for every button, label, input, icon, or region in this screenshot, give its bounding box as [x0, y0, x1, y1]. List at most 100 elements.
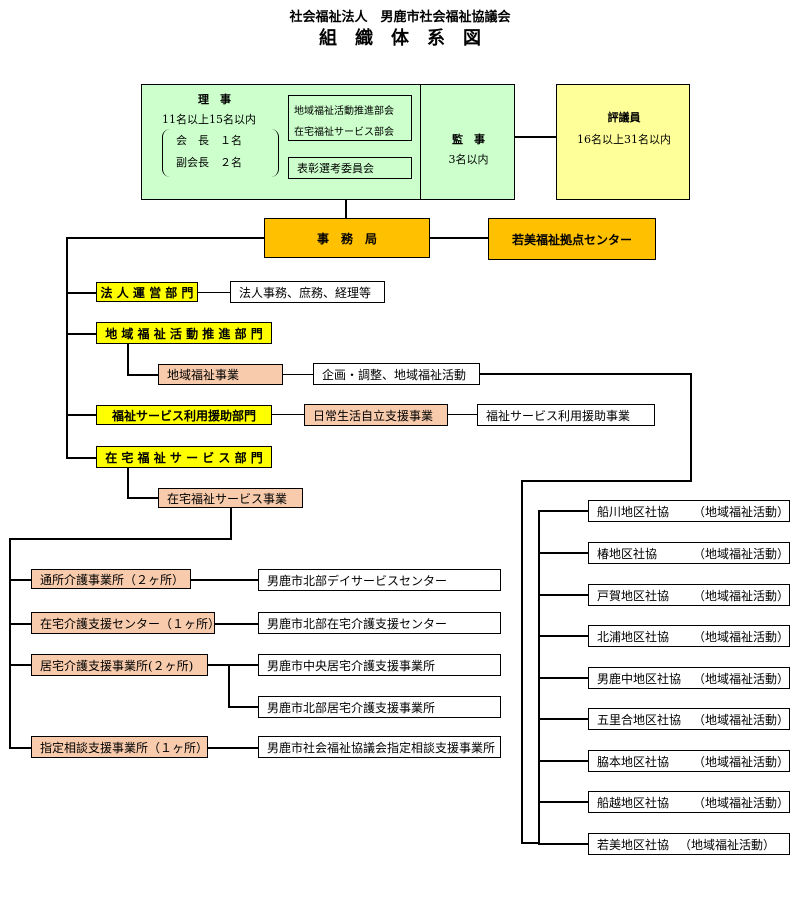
district-council-item: 北浦地区社協 （地域福祉活動） [588, 625, 790, 647]
main-trunk [66, 237, 68, 458]
board-secretariat-connector [345, 200, 347, 218]
district-council-note: （地域福祉活動） [692, 504, 789, 519]
district-council-name: 戸賀地区社協 [597, 588, 670, 603]
district-council-name: 男鹿中地区社協 [597, 671, 682, 686]
community-desc-connector [283, 374, 313, 375]
corporate-desc-connector [198, 292, 230, 293]
dept-homecare-connector [66, 457, 96, 459]
district-council-note: （地域福祉活動） [692, 588, 789, 603]
facility-3b-name-connector [228, 706, 258, 708]
board-title: 理 事 [198, 93, 231, 106]
facility-2-name-connector [215, 623, 258, 625]
corporate-desc: 法人事務、庶務、経理等 [230, 281, 385, 303]
board-subcommittees: 地域福祉活動推進部会 在宅福祉サービス部会 [288, 95, 412, 141]
facility-1-connector [9, 579, 31, 581]
subcommittee-homecare: 在宅福祉サービス部会 [294, 127, 394, 138]
facility-3-connector [9, 664, 31, 666]
district-council-name: 若美地区社協 [597, 837, 670, 852]
district-council-item: 戸賀地区社協 （地域福祉活動） [588, 584, 790, 606]
district-connector [538, 677, 588, 679]
community-project: 地域福祉事業 [158, 364, 283, 385]
facility-type-day-service: 通所介護事業所（２ヶ所） [31, 569, 191, 589]
district-council-note: （地域福祉活動） [692, 546, 789, 561]
dept-corporate-connector [66, 292, 96, 294]
page-title: 組 織 体 系 図 [319, 28, 481, 49]
facility-name-central: 男鹿市中央居宅介護支援事業所 [258, 654, 501, 676]
district-council-note: （地域福祉活動） [692, 754, 789, 769]
district-council-item: 椿地区社協 （地域福祉活動） [588, 542, 790, 564]
wakami-center-box: 若美福祉拠点センター [488, 218, 656, 260]
district-council-note: （地域福祉活動） [679, 837, 776, 852]
district-connector [538, 635, 588, 637]
service-desc: 福祉サービス利用援助事業 [477, 404, 655, 426]
district-council-name: 椿地区社協 [597, 546, 658, 561]
facility-top-hline [9, 538, 232, 540]
auditor-box: 監 事 3名以内 [420, 84, 515, 200]
auditor-council-connector [515, 136, 556, 138]
dept-service-support: 福祉サービス利用援助部門 [96, 405, 272, 425]
district-connector [538, 510, 588, 512]
district-top-hline [521, 480, 692, 482]
facility-name-day-service: 男鹿市北部デイサービスセンター [258, 569, 501, 591]
community-sub-vline [127, 344, 129, 374]
service-project-connector [272, 414, 304, 415]
district-council-item: 脇本地区社協 （地域福祉活動） [588, 750, 790, 772]
facility-3-branch-vline [228, 664, 230, 707]
district-trunk-outer [521, 480, 523, 842]
district-council-note: （地域福祉活動） [692, 629, 789, 644]
auditor-count: 3名以内 [448, 153, 489, 166]
facility-type-home-care-plan: 居宅介護支援事業所(２ヶ所) [31, 654, 208, 676]
district-council-name: 船越地区社協 [597, 795, 670, 810]
facility-4-name-connector [208, 747, 258, 749]
homecare-facility-vline [230, 508, 232, 539]
board-count: 11名以上15名以内 [162, 113, 256, 126]
facility-type-care-support: 在宅介護支援センター（１ヶ所） [31, 612, 220, 634]
facility-trunk [9, 538, 11, 748]
dept-service-connector [66, 414, 96, 416]
secretariat-box: 事 務 局 [264, 218, 430, 258]
district-council-name: 船川地区社協 [597, 504, 670, 519]
facility-1-name-connector [191, 579, 258, 581]
district-council-note: （地域福祉活動） [692, 671, 789, 686]
facility-name-consultation: 男鹿市社会福祉協議会指定相談支援事業所 [258, 736, 501, 758]
community-district-hline [480, 373, 691, 375]
facility-name-care-support: 男鹿市北部在宅介護支援センター [258, 612, 501, 634]
dept-corporate: 法 人 運 営 部 門 [96, 282, 198, 302]
council-box: 評議員 16名以上31名以内 [556, 84, 690, 200]
org-name: 社会福祉法人 男鹿市社会福祉協議会 [289, 10, 511, 25]
district-connector [538, 594, 588, 596]
service-project: 日常生活自立支援事業 [304, 404, 448, 426]
community-sub-hline [127, 374, 158, 376]
council-count: 16名以上31名以内 [577, 133, 671, 146]
facility-type-consultation: 指定相談支援事業所（１ヶ所） [31, 736, 208, 758]
district-connector [538, 843, 588, 845]
district-council-item: 五里合地区社協 （地域福祉活動） [588, 708, 790, 730]
homecare-project: 在宅福祉サービス事業 [158, 488, 303, 508]
vice-chair-count: 副会長 ２名 [176, 156, 242, 169]
district-council-name: 脇本地区社協 [597, 754, 670, 769]
district-council-note: （地域福祉活動） [692, 712, 789, 727]
right-brace [266, 129, 279, 177]
dept-community: 地 域 福 祉 活 動 推 進 部 門 [96, 322, 272, 344]
district-council-name: 北浦地区社協 [597, 629, 670, 644]
secretariat-center-connector [430, 237, 488, 239]
board-of-directors: 理 事 11名以上15名以内 会 長 １名 副会長 ２名 地域福祉活動推進部会 … [141, 84, 421, 200]
district-bottom-hline [521, 842, 538, 844]
homecare-sub-vline [127, 468, 129, 498]
award-committee: 表彰選考委員会 [288, 157, 412, 179]
facility-2-connector [9, 623, 31, 625]
facility-name-north: 男鹿市北部居宅介護支援事業所 [258, 696, 501, 718]
community-desc: 企画・調整、地域福祉活動 [313, 363, 480, 385]
service-desc-connector [448, 414, 477, 415]
dept-home-care: 在 宅 福 祉 サ ー ビ ス 部 門 [96, 446, 272, 468]
district-council-name: 五里合地区社協 [597, 712, 682, 727]
district-connector [538, 552, 588, 554]
district-council-item: 船越地区社協（地域福祉活動） [588, 791, 790, 813]
chair-count: 会 長 １名 [176, 134, 242, 147]
community-district-vline [690, 373, 692, 481]
auditor-title: 監 事 [452, 133, 485, 146]
district-connector [538, 718, 588, 720]
district-council-item: 船川地区社協 （地域福祉活動） [588, 500, 790, 522]
dept-community-connector [66, 333, 96, 335]
left-brace [162, 129, 175, 177]
